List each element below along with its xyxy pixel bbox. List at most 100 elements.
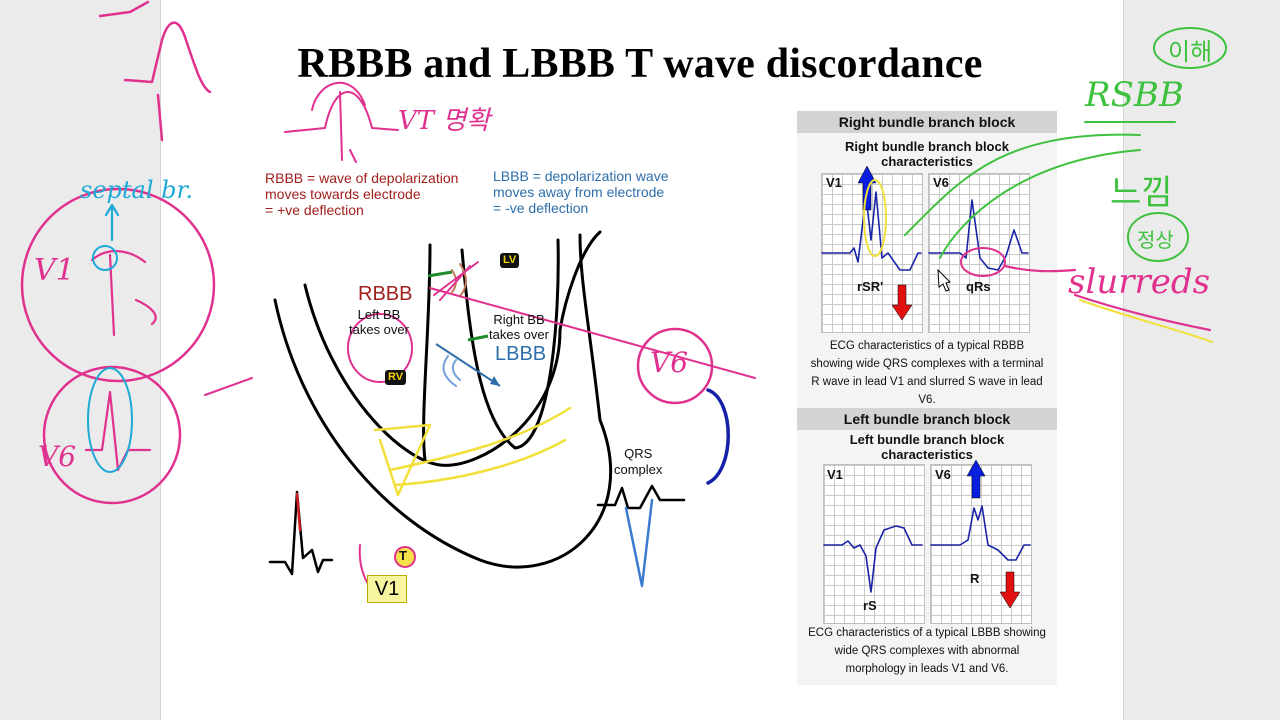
v1-cyan-arrow: [104, 203, 120, 242]
v6-cyan-loop: [87, 367, 133, 473]
korean-circle-annotation: 정상: [1137, 230, 1174, 252]
rbbb-panel-subtitle: Right bundle branch block characteristic…: [797, 139, 1057, 169]
left-bb-line: takes over: [349, 322, 409, 337]
t-wave-label: T: [399, 548, 407, 563]
rbbb-label: RBBB: [358, 283, 413, 305]
rbbb-down-arrow: [891, 284, 913, 321]
green-korean-circle: [1153, 27, 1227, 69]
slurred-pink-line: [1003, 264, 1212, 332]
lbbb-panel-header: Left bundle branch block: [797, 408, 1057, 430]
rbbb-note-line: = +ve deflection: [265, 202, 364, 218]
lbbb-lead-v6: V6: [935, 467, 951, 482]
rbbb-lead-v6: V6: [933, 175, 949, 190]
lbbb-caption-line: morphology in leads V1 and V6.: [845, 663, 1009, 675]
green-normal-circle: [1127, 212, 1189, 262]
v1-mini-ecg-r: [295, 492, 302, 532]
rbbb-caption: ECG characteristics of a typical RBBB sh…: [797, 337, 1057, 409]
rbbb-caption-line: V6.: [918, 394, 936, 406]
left-bb-marker: [427, 270, 453, 278]
lbbb-v1-grid: [823, 464, 925, 624]
lbbb-caption-line: ECG characteristics of a typical LBBB sh…: [808, 627, 1046, 639]
rbbb-note-line: RBBB = wave of depolarization: [265, 170, 459, 186]
right-bb-marker: [467, 334, 489, 342]
v1-mini-ecg: [268, 490, 334, 576]
lbbb-lead-v1: V1: [827, 467, 843, 482]
rbbb-label-qrs: qRs: [966, 279, 991, 294]
right-bb-line: Right BB: [493, 312, 545, 327]
rsbb-annotation: RSBB: [1085, 75, 1184, 115]
qrs-complex-label: QRS complex: [614, 446, 662, 478]
rbbb-subtitle-line: characteristics: [881, 154, 973, 169]
lbbb-panel: Left bundle branch block Left bundle bra…: [797, 408, 1057, 685]
green-arrow-lines: [904, 121, 1176, 259]
rbbb-lead-v1: V1: [826, 175, 842, 190]
right-bb-text: Right BB takes over: [489, 312, 549, 342]
v6-annotation-circle: [42, 365, 182, 505]
rbbb-caption-line: R wave in lead V1 and slurred S wave in …: [811, 376, 1043, 388]
slide-title: RBBB and LBBB T wave discordance: [297, 41, 983, 87]
lbbb-caption-line: wide QRS complexes with abnormal: [834, 645, 1020, 657]
qrs-line: complex: [614, 462, 663, 477]
heart-inner-wall: [303, 230, 602, 467]
cursor-icon: [937, 268, 951, 292]
lbbb-v1-trace: [823, 525, 923, 593]
slurred-annotation: slurreds: [1068, 262, 1211, 302]
lbbb-down-arrow: [999, 571, 1021, 609]
lbbb-up-arrow: [966, 459, 986, 499]
v1-cyan-circle: [92, 245, 118, 271]
rbbb-r-prime-highlight: [863, 179, 887, 257]
rv-tag: RV: [385, 370, 407, 385]
right-bb-line: takes over: [489, 327, 549, 342]
septum-right: [460, 238, 560, 450]
v6-circle-annotation: V6: [650, 346, 689, 379]
left-bb-text: Left BB takes over: [349, 307, 409, 337]
v1-box: V1: [367, 575, 407, 603]
lbbb-panel-subtitle: Left bundle branch block characteristics: [797, 432, 1057, 462]
lbbb-subtitle-line: Left bundle branch block: [849, 432, 1005, 447]
korean-mid-annotation: 느낌: [1110, 174, 1173, 212]
lbbb-note-line: = -ve deflection: [493, 200, 589, 216]
v6-pink-circle: [636, 327, 714, 405]
qrs-deep-s-wave: [624, 498, 654, 588]
rbbb-note: RBBB = wave of depolarization moves towa…: [265, 170, 458, 218]
v6-bracket: [706, 388, 730, 485]
lbbb-wave-arcs: [442, 355, 461, 387]
lbbb-v6-trace: [930, 505, 1031, 561]
qrs-complex-trace: [596, 484, 686, 510]
rbbb-caption-line: showing wide QRS complexes with a termin…: [810, 358, 1044, 370]
v1-annotation-circle: [20, 187, 216, 383]
lbbb-label: LBBB: [495, 343, 547, 365]
lbbb-label-r: R: [970, 571, 980, 586]
rbbb-note-line: moves towards electrode: [265, 186, 421, 202]
slurred-s-circle: [960, 247, 1006, 277]
lbbb-caption: ECG characteristics of a typical LBBB sh…: [797, 624, 1057, 678]
v1-annotation: V1: [34, 253, 75, 288]
rbbb-up-arrow: [857, 165, 877, 211]
v1-annotation-ecg: [90, 250, 157, 337]
septal-annotation: septal br.: [80, 176, 193, 204]
vt-korean-annotation: VT 명확: [398, 106, 491, 136]
v6-annotation: V6: [38, 440, 77, 473]
slurred-yellow-line: [1079, 299, 1213, 343]
lbbb-subtitle-line: characteristics: [881, 447, 973, 462]
rbbb-v1-trace: [821, 191, 922, 271]
yellow-highlight: [373, 406, 572, 497]
rbbb-panel: Right bundle branch block Right bundle b…: [797, 111, 1057, 408]
pink-heart-sketch: [284, 81, 399, 163]
lbbb-arrow-head: [490, 376, 500, 386]
pink-squiggle-top: [98, 0, 212, 142]
lv-tag: LV: [500, 253, 520, 268]
korean-top-annotation: 이해: [1168, 39, 1213, 66]
rbbb-caption-line: ECG characteristics of a typical RBBB: [829, 340, 1025, 352]
rbbb-panel-header: Right bundle branch block: [797, 111, 1057, 133]
qrs-line: QRS: [624, 446, 653, 461]
lbbb-direction-arrow: [435, 343, 501, 387]
lbbb-note: LBBB = depolarization wave moves away fr…: [493, 168, 669, 216]
rbbb-label-rsr: rSR': [857, 279, 884, 294]
lbbb-label-rs: rS: [863, 598, 877, 613]
lbbb-note-line: LBBB = depolarization wave: [493, 168, 669, 184]
rbbb-subtitle-line: Right bundle branch block: [845, 139, 1009, 154]
